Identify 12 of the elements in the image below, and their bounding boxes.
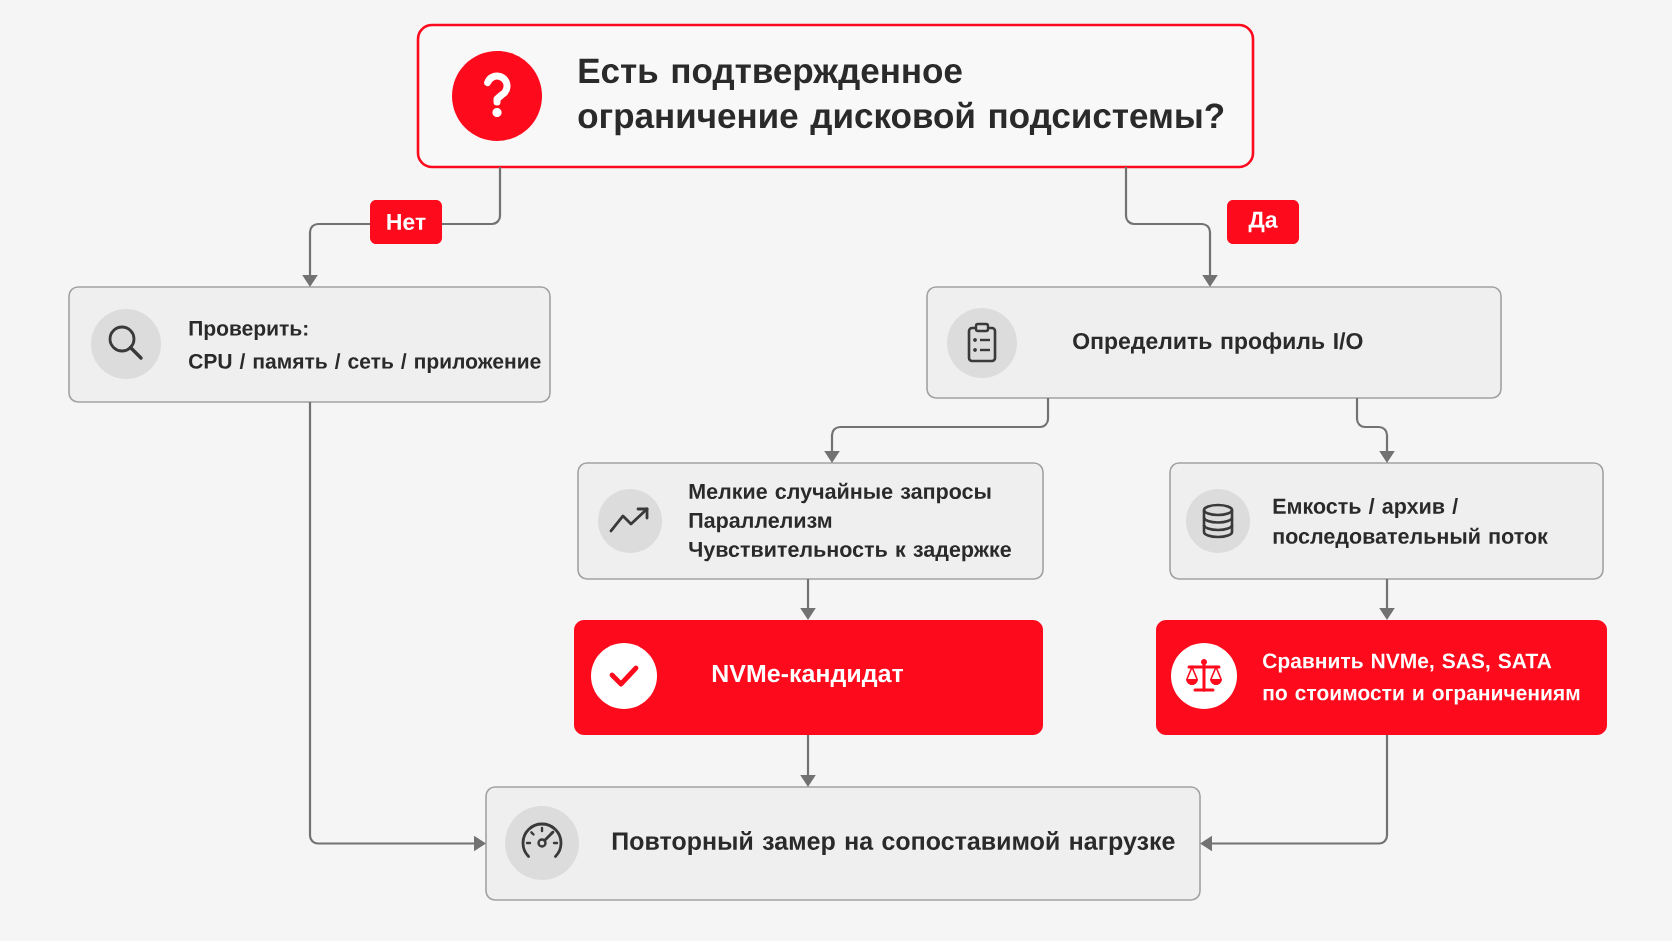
process-box: Повторный замер на сопоставимой нагрузке [485,786,1201,901]
result-box: NVMe-кандидат [574,620,1043,735]
edge-label: Да [1227,200,1299,244]
process-box: Мелкие случайные запросы Параллелизм Чувствительность к задержке [577,462,1044,580]
edge-label: Нет [370,200,442,244]
process-box: Проверить: CPU / память / сеть / приложение [68,286,551,403]
arrow [1355,398,1395,463]
arrow [1124,167,1218,287]
question-box: Есть подтвержденное ограничение дисковой подсистемы? [416,23,1255,169]
process-box: Определить профиль I/O [926,286,1502,399]
process-box: Емкость / архив / последовательный поток [1169,462,1604,580]
result-box: Сравнить NVMe, SAS, SATA по стоимости и ограничениям [1156,620,1607,735]
